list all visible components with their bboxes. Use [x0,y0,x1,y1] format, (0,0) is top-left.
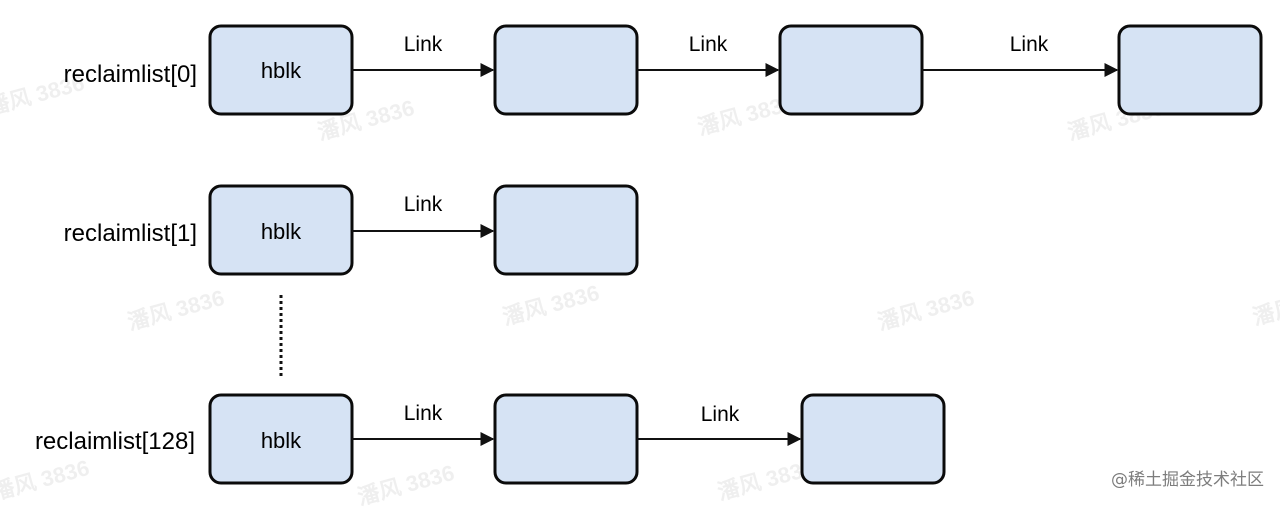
row-reclaimlist-0: reclaimlist[0] hblk Link Link Link [64,24,1263,116]
node-box [493,184,639,276]
link-label: Link [1010,33,1049,56]
link-label: Link [404,402,443,425]
link-label: Link [404,33,443,56]
node-box [493,24,639,116]
row-label: reclaimlist[1] [64,220,197,247]
watermark-text: 潘风 3836 [500,280,602,330]
row-label: reclaimlist[128] [35,428,195,455]
link-label: Link [701,403,740,426]
node-box [778,24,924,116]
row-label: reclaimlist[0] [64,61,197,88]
node-box [493,393,639,485]
node-box [800,393,946,485]
row-reclaimlist-128: reclaimlist[128] hblk Link Link [35,393,946,485]
node-label: hblk [261,428,302,453]
link-label: Link [404,193,443,216]
watermark-text: 潘风 3836 [0,455,92,505]
watermark-text: 潘风 3836 [355,460,457,508]
row-reclaimlist-1: reclaimlist[1] hblk Link [64,184,639,276]
source-credit: @稀土掘金技术社区 [1111,470,1264,490]
node-label: hblk [261,58,302,83]
watermark-text: 潘风 3836 [875,285,977,335]
link-label: Link [689,33,728,56]
watermark-text: 潘风 3836 [125,285,227,335]
node-box [1117,24,1263,116]
node-label: hblk [261,219,302,244]
watermark-text: 潘风 3836 [1250,280,1280,330]
